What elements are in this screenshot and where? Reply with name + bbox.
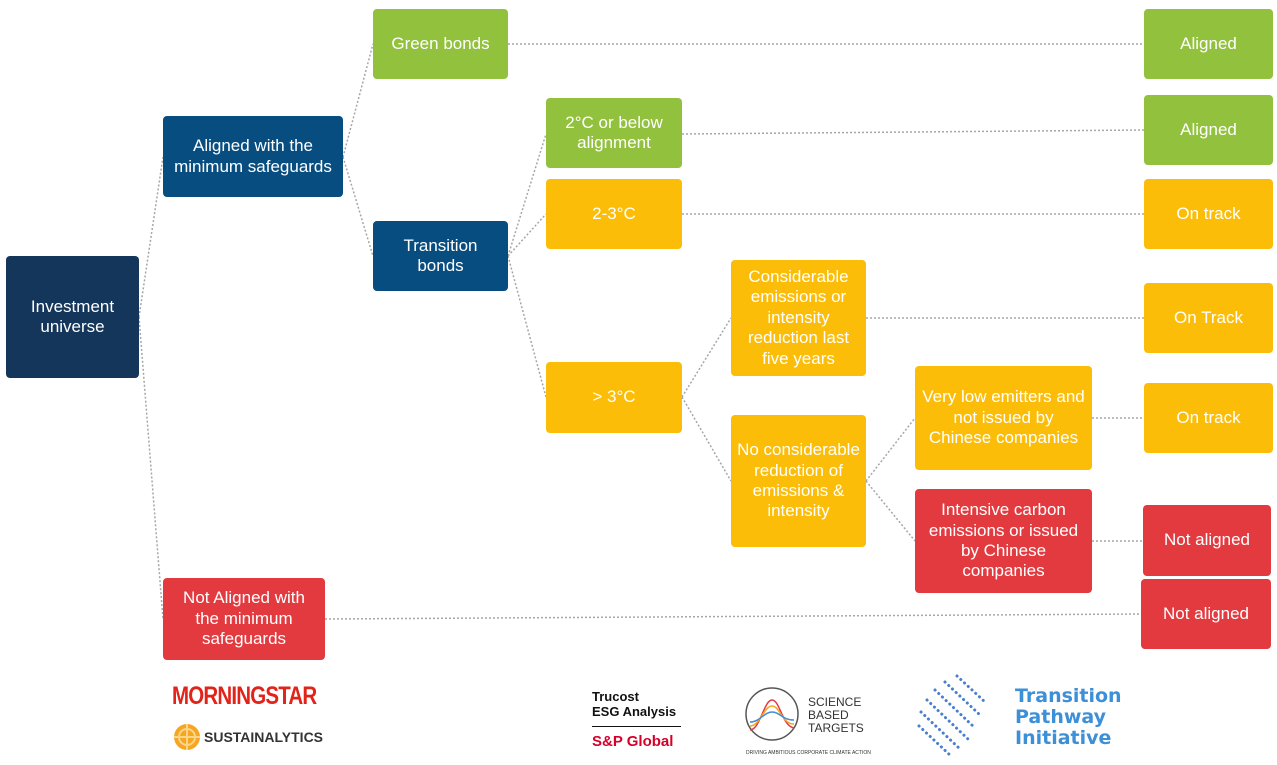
trucost-sp-global-logo: Trucost ESG Analysis S&P Global [592, 689, 687, 759]
sbt-line2: BASED [808, 708, 849, 722]
not-aligned-safeguards-node: Not Aligned with the minimum safeguards [163, 578, 325, 660]
science-based-targets-logo: SCIENCE BASED TARGETS DRIVING AMBITIOUS … [744, 682, 879, 762]
morningstar-sustainalytics-logo: MORNINGSTAR SUSTAINALYTICS [172, 682, 324, 762]
aligned-safeguards-node: Aligned with the minimum safeguards [163, 116, 343, 197]
sbt-circle-icon [745, 687, 799, 741]
sustainalytics-wordmark: SUSTAINALYTICS [204, 729, 324, 745]
below-2c-node: 2°C or below alignment [546, 98, 682, 168]
above-3c-node: > 3°C [546, 362, 682, 433]
outcome-range-2-3c: On track [1144, 179, 1273, 249]
tpi-line1: Transition [1015, 685, 1122, 707]
sp-global-wordmark: S&P Global [592, 733, 674, 750]
trucost-line2: ESG Analysis [592, 704, 677, 719]
outcome-below-2c: Aligned [1144, 95, 1273, 165]
outcome-not-aligned-safeguards: Not aligned [1141, 579, 1271, 649]
considerable-reduction-node: Considerable emissions or intensity redu… [731, 260, 866, 376]
sustainalytics-globe-icon [174, 724, 200, 750]
investment-universe-node: Investment universe [6, 256, 139, 378]
tpi-line2: Pathway [1015, 706, 1107, 728]
green-bonds-node: Green bonds [373, 9, 508, 79]
transition-pathway-initiative-logo: Transition Pathway Initiative [915, 674, 1125, 762]
outcome-low-emitters: On track [1144, 383, 1273, 453]
tpi-dotted-stripes-icon [917, 674, 987, 758]
sbt-tagline: DRIVING AMBITIOUS CORPORATE CLIMATE ACTI… [746, 750, 871, 756]
sbt-line3: TARGETS [808, 721, 864, 735]
no-reduction-node: No considerable reduction of emissions &… [731, 415, 866, 547]
intensive-carbon-node: Intensive carbon emissions or issued by … [915, 489, 1092, 593]
morningstar-wordmark: MORNINGSTAR [172, 682, 317, 710]
trucost-divider [592, 726, 681, 727]
outcome-intensive-carbon: Not aligned [1143, 505, 1271, 576]
trucost-line1: Trucost [592, 689, 639, 704]
outcome-green-bonds: Aligned [1144, 9, 1273, 79]
sbt-line1: SCIENCE [808, 695, 862, 709]
range-2-3c-node: 2-3°C [546, 179, 682, 249]
transition-bonds-node: Transition bonds [373, 221, 508, 291]
tpi-line3: Initiative [1015, 727, 1112, 749]
outcome-considerable-reduction: On Track [1144, 283, 1273, 353]
low-emitters-node: Very low emitters and not issued by Chin… [915, 366, 1092, 470]
